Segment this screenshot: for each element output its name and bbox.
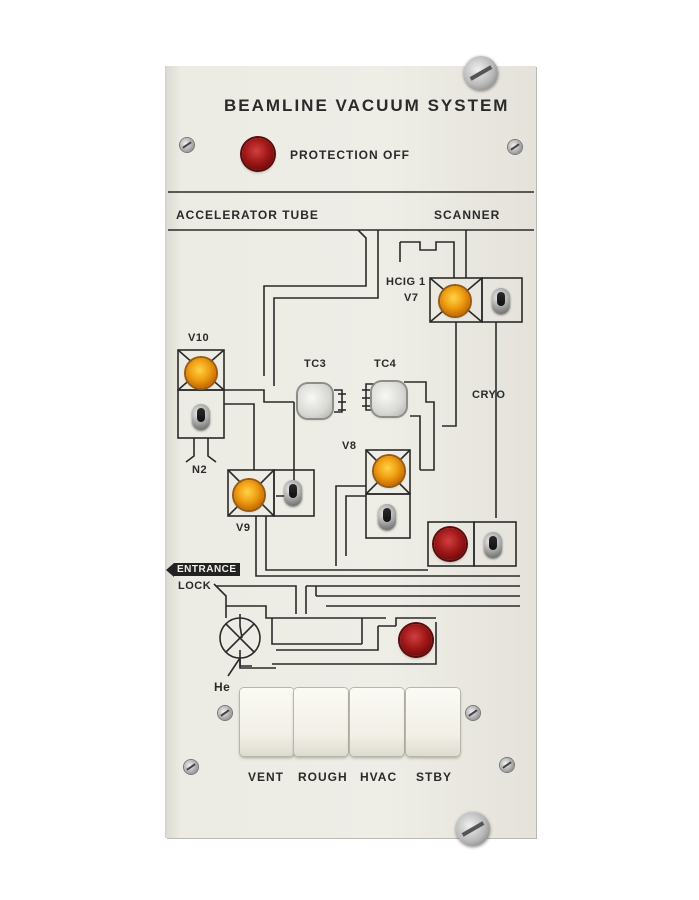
v7-label: V7 (404, 292, 419, 304)
screw-icon (180, 138, 194, 152)
vent-label: VENT (248, 770, 285, 784)
v7-amber-indicator (440, 286, 470, 316)
entrance-label: ENTRANCE (174, 563, 240, 576)
lower-red-indicator (400, 624, 432, 656)
screw-icon (466, 706, 480, 720)
schematic-lines (168, 191, 534, 677)
screw-icon (500, 758, 514, 772)
protection-off-label: PROTECTION OFF (290, 148, 410, 162)
scanner-label: SCANNER (434, 208, 501, 222)
panel-title: BEAMLINE VACUUM SYSTEM (224, 96, 510, 115)
tc3-gauge-lamp[interactable] (298, 384, 332, 418)
hcig-label: HCIG 1 (386, 276, 426, 288)
he-label: He (214, 680, 231, 694)
rough-button[interactable] (294, 688, 348, 756)
v9-label: V9 (236, 522, 251, 534)
cryo-red-indicator (434, 528, 466, 560)
thumbscrew-top-icon[interactable] (464, 56, 498, 90)
hvac-button[interactable] (350, 688, 404, 756)
entrance-arrow-icon (166, 563, 174, 577)
v8-amber-indicator (374, 456, 404, 486)
v8-toggle-switch[interactable] (378, 504, 396, 530)
tc4-gauge-lamp[interactable] (372, 382, 406, 416)
v10-toggle-switch[interactable] (192, 404, 210, 430)
v10-label: V10 (188, 332, 210, 344)
lock-label: LOCK (178, 580, 212, 592)
screw-icon (508, 140, 522, 154)
n2-label: N2 (192, 464, 208, 476)
hvac-label: HVAC (360, 770, 398, 784)
rough-label: ROUGH (298, 770, 348, 784)
protection-indicator-light[interactable] (242, 138, 274, 170)
vent-button[interactable] (240, 688, 294, 756)
tc4-label: TC4 (374, 358, 397, 370)
v9-amber-indicator (234, 480, 264, 510)
v7-toggle-switch[interactable] (492, 288, 510, 314)
cryo-label: CRYO (472, 389, 506, 401)
vacuum-control-panel: BEAMLINE VACUUM SYSTEM PROTECTION OFF AC… (166, 66, 536, 838)
stby-label: STBY (416, 770, 453, 784)
v8-label: V8 (342, 440, 357, 452)
v10-amber-indicator (186, 358, 216, 388)
stby-button[interactable] (406, 688, 460, 756)
thumbscrew-bottom-icon[interactable] (456, 812, 490, 846)
accelerator-tube-label: ACCELERATOR TUBE (176, 208, 319, 222)
tc3-label: TC3 (304, 358, 327, 370)
v9-toggle-switch[interactable] (284, 480, 302, 506)
screw-icon (218, 706, 232, 720)
screw-icon (184, 760, 198, 774)
cryo-toggle-switch[interactable] (484, 532, 502, 558)
